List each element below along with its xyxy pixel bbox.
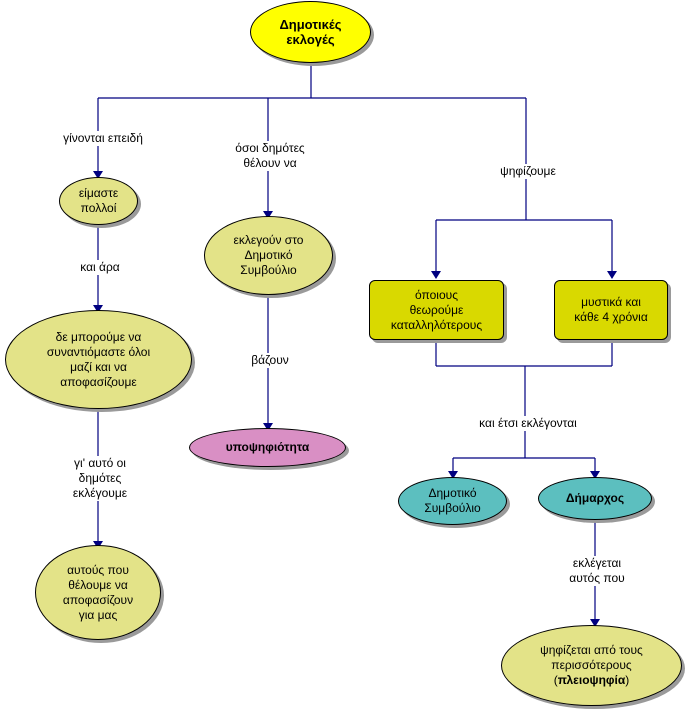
node-we-are-many: είμαστε πολλοί [59, 177, 138, 225]
node-most-suitable: όποιους θεωρούμε καταλληλότερους [369, 280, 504, 340]
node-secret-every-4-years: μυστικά και κάθε 4 χρόνια [554, 280, 668, 340]
link-label-therefore-citizens: γι' αυτό οι δημότες εκλέγουμε [52, 456, 148, 501]
link-label-because: γίνονται επειδή [47, 131, 159, 146]
link-label-put: βάζουν [238, 353, 302, 368]
majority-bold-word: πλειοψηφία [557, 673, 626, 687]
node-mayor: Δήμαρχος [538, 477, 652, 520]
node-majority: ψηφίζεται από τους περισσότερους (πλειοψ… [501, 625, 682, 706]
link-label-citizens-want: όσοι δημότες θέλουν να [218, 141, 322, 171]
node-candidacy: υποψηφιότητα [189, 428, 346, 467]
link-label-elected-who: εκλέγεται αυτός που [557, 556, 637, 586]
node-those-who-decide: αυτούς που θέλουμε να αποφασίζουν για μα… [35, 545, 161, 640]
node-municipal-elections: Δημοτικές εκλογές [250, 1, 371, 63]
link-label-and-so: και άρα [66, 260, 134, 275]
node-municipal-council: Δημοτικό Συμβούλιο [398, 477, 507, 525]
node-cannot-meet: δε μπορούμε να συναντιόμαστε όλοι μαζί κ… [5, 310, 192, 409]
link-label-thus-elected: και έτσι εκλέγονται [456, 416, 600, 431]
link-label-we-vote: ψηφίζουμε [476, 164, 580, 179]
node-elect-council: εκλεγούν στο Δημοτικό Συμβούλιο [204, 216, 333, 295]
